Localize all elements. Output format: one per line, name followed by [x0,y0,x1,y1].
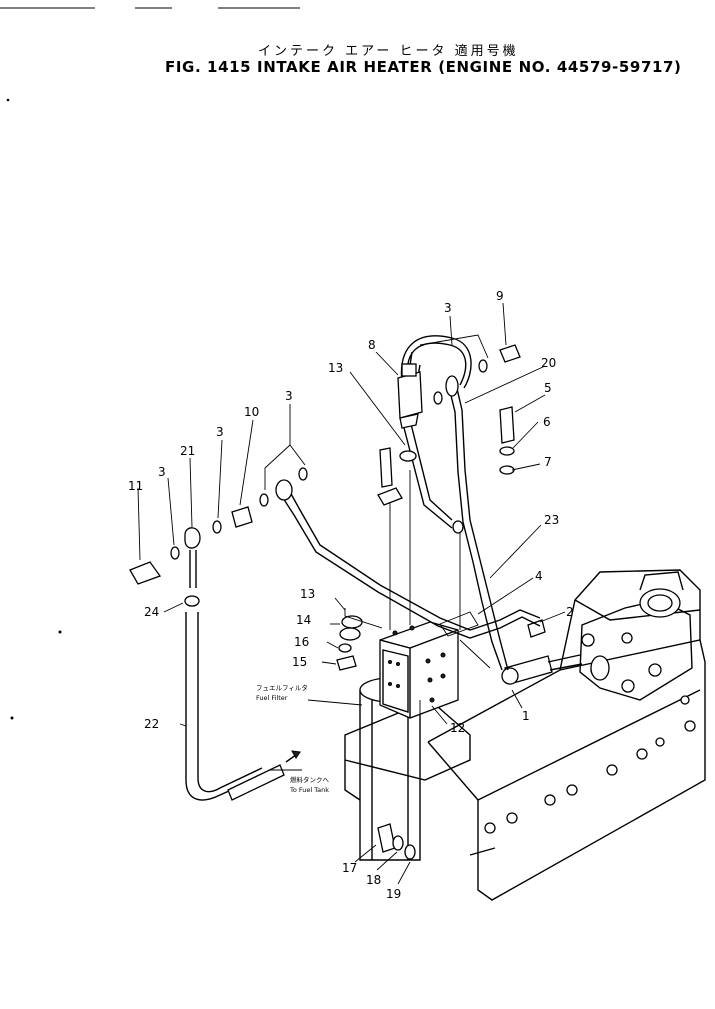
callout-13: 13 [300,587,315,601]
washer [212,520,222,534]
washer [338,643,352,653]
hose-fitting [227,764,285,801]
fuel-tank-note: To Fuel Tank [289,786,329,794]
bolt [499,406,515,444]
relay-lead [406,342,467,386]
callout-3: 3 [444,301,452,315]
callout-numbers: 1 2 3 3 3 3 3 4 5 6 7 8 9 10 11 12 13 13… [128,289,574,901]
fuel-hose [197,612,263,793]
callout-1: 1 [522,709,530,723]
washer [259,493,269,507]
intake-manifold [579,571,693,701]
callout-22: 22 [144,717,159,731]
pipe-clip [439,611,479,637]
terminal-ring [445,375,459,397]
banjo-eye [275,479,293,501]
leader-line [459,639,491,669]
figure-title-japanese: インテーク エアー ヒータ 適用号機 [258,44,519,59]
callout-5: 5 [544,381,552,395]
direction-arrow [291,750,301,759]
callout-3: 3 [216,425,224,439]
fuel-filter-note: Fuel Filter [256,694,288,702]
fuel-tank-note-jp: 燃料タンクへ [290,775,330,784]
callout-10: 10 [244,405,259,419]
bolt [377,823,396,853]
callout-13: 13 [328,361,343,375]
callout-3: 3 [158,465,166,479]
washer [499,465,515,475]
scan-speck [6,98,10,102]
washer [478,359,488,373]
leader-line [344,608,383,629]
terminal-ring [452,520,464,534]
callout-15: 15 [292,655,307,669]
washer [170,546,180,560]
bolt [231,506,253,528]
washer [184,595,200,607]
callout-8: 8 [368,338,376,352]
washer [399,450,417,462]
callout-12: 12 [450,721,465,735]
fuel-filter-note-jp: フュエルフィルタ [256,683,308,692]
callout-24: 24 [144,605,159,619]
callout-leaders [137,302,566,885]
washer [404,844,416,860]
callout-11: 11 [128,479,143,493]
washer [433,391,443,405]
callout-21: 21 [180,444,195,458]
nut [377,487,403,506]
callout-7: 7 [544,455,552,469]
bolt [379,447,393,488]
heater-body [379,621,459,719]
nut [336,655,357,671]
bolt [129,561,162,585]
figure-title: FIG. 1415 INTAKE AIR HEATER (ENGINE NO. … [165,58,682,76]
callout-2: 2 [566,605,574,619]
callout-20: 20 [541,356,556,370]
fuel-pipe-main [289,491,541,631]
callout-9: 9 [496,289,504,303]
wiring-harness [454,379,509,671]
wiring-harness [447,382,503,671]
washer [499,446,515,456]
callout-3: 3 [285,389,293,403]
washer [339,627,361,641]
heater-relay [397,363,423,429]
fuel-pipe-main [282,497,541,639]
washer [298,467,308,481]
washer [392,835,404,851]
callout-23: 23 [544,513,559,527]
callout-14: 14 [296,613,311,627]
callout-4: 4 [535,569,543,583]
callout-19: 19 [386,887,401,901]
bolt [499,344,521,363]
scan-speck [58,630,62,634]
banjo-fitting [184,527,201,549]
scan-speck [10,716,14,720]
callout-18: 18 [366,873,381,887]
callout-6: 6 [543,415,551,429]
callout-16: 16 [294,635,309,649]
heater-plug [501,619,583,685]
fuel-hose [185,612,266,801]
callout-17: 17 [342,861,357,875]
